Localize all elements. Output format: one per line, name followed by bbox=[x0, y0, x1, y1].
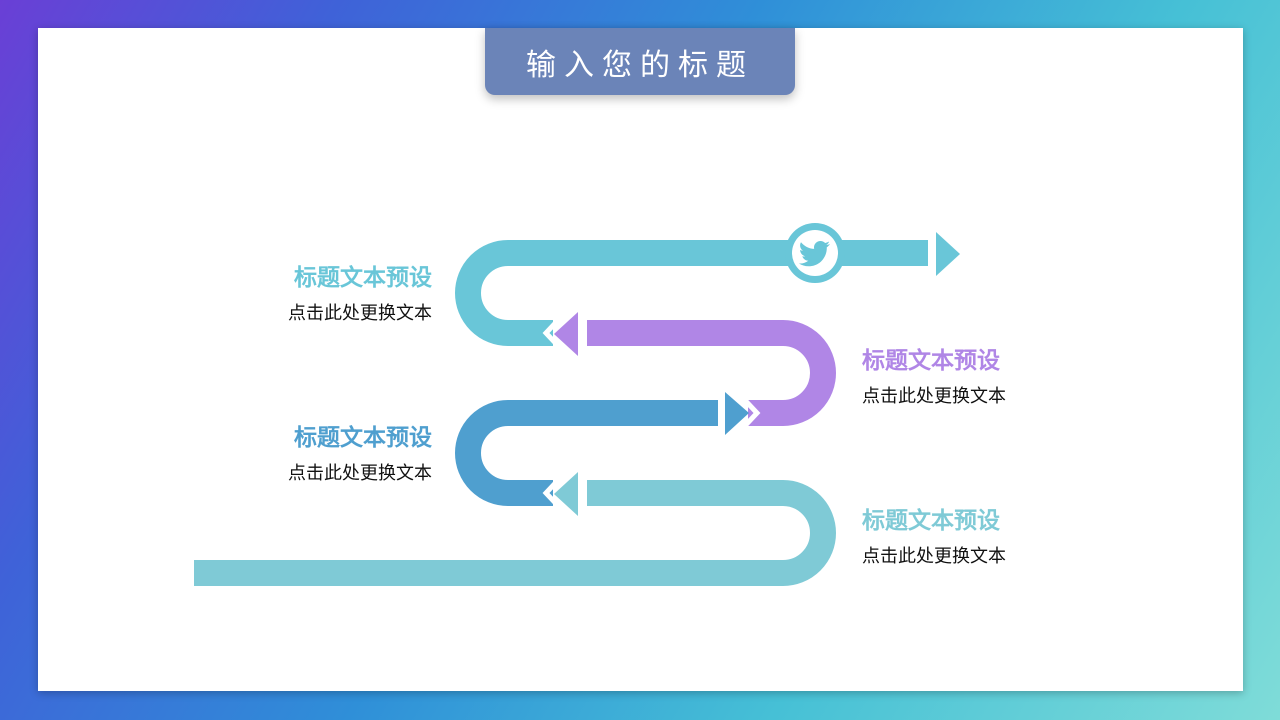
step-text: 点击此处更换文本 bbox=[288, 303, 432, 324]
path-segment-3 bbox=[454, 400, 718, 506]
step-3-label: 标题文本预设 点击此处更换文本 bbox=[192, 423, 432, 487]
step-title: 标题文本预设 bbox=[294, 425, 432, 451]
step-2-label: 标题文本预设 点击此处更换文本 bbox=[862, 346, 1102, 410]
step-text: 点击此处更换文本 bbox=[862, 386, 1006, 407]
twitter-icon bbox=[785, 223, 845, 283]
arrow-head-4 bbox=[554, 472, 578, 516]
path-segment-2 bbox=[587, 320, 837, 426]
slide-title: 输入您的标题 bbox=[485, 28, 795, 95]
arrow-head-2 bbox=[554, 312, 578, 356]
step-text: 点击此处更换文本 bbox=[288, 463, 432, 484]
path-segment-1 bbox=[454, 240, 928, 346]
step-1-label: 标题文本预设 点击此处更换文本 bbox=[192, 263, 432, 327]
arrow-head-3 bbox=[725, 392, 749, 435]
step-4-label: 标题文本预设 点击此处更换文本 bbox=[862, 506, 1102, 570]
step-text: 点击此处更换文本 bbox=[862, 546, 1006, 567]
step-title: 标题文本预设 bbox=[294, 265, 432, 291]
path-segment-4 bbox=[194, 480, 837, 586]
step-title: 标题文本预设 bbox=[862, 508, 1000, 534]
step-title: 标题文本预设 bbox=[862, 348, 1000, 374]
arrow-head-1 bbox=[936, 232, 960, 276]
